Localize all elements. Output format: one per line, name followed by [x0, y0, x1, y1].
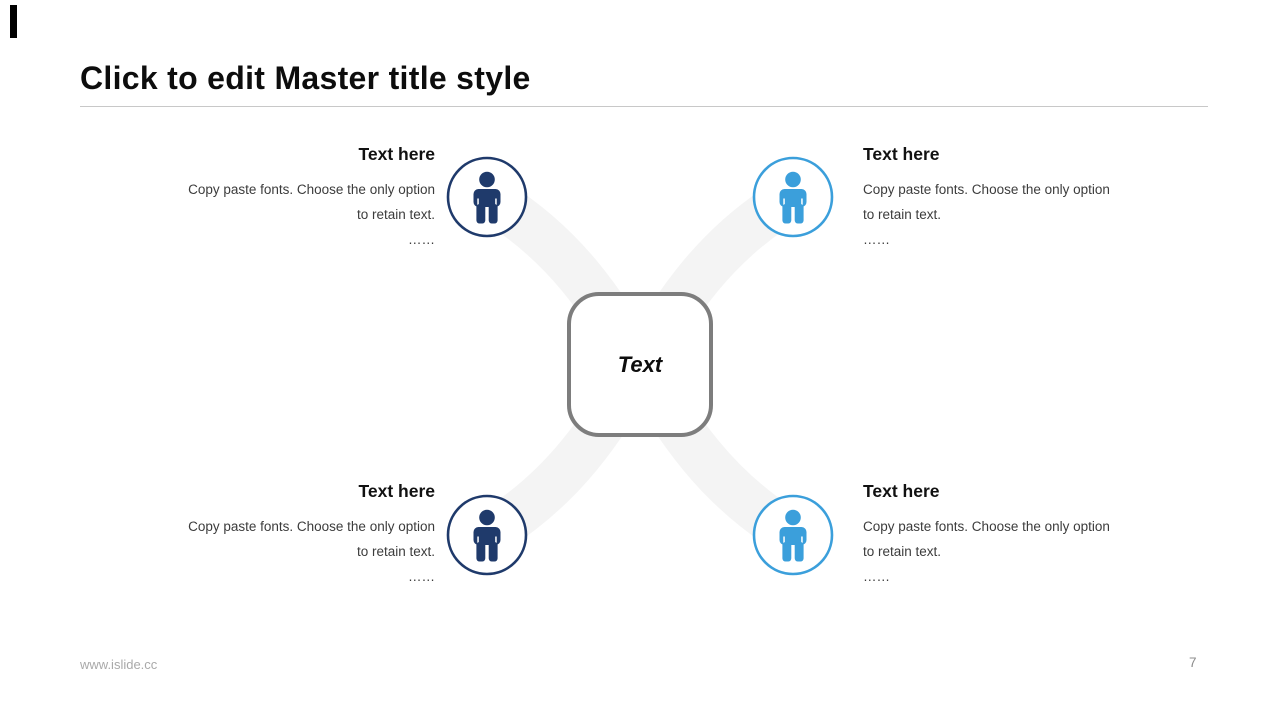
page-number: 7	[1189, 655, 1197, 670]
quadrant-body-line2: to retain text.	[356, 207, 435, 222]
quadrant-ellipsis: ……	[863, 569, 890, 584]
quadrant-body-line2: to retain text.	[356, 544, 435, 559]
quadrant-body-line1: Copy paste fonts. Choose the only option	[188, 519, 435, 534]
slide-title-placeholder[interactable]: Click to edit Master title style	[80, 60, 531, 96]
footer-url: www.islide.cc	[80, 657, 158, 672]
text-block-bottom-right[interactable]: Text here Copy paste fonts. Choose the o…	[863, 481, 1223, 589]
quadrant-heading: Text here	[358, 144, 435, 164]
title-underline	[80, 106, 1208, 107]
quadrant-body-line1: Copy paste fonts. Choose the only option	[188, 182, 435, 197]
center-shape-label: Text	[617, 351, 663, 377]
quadrant-ellipsis: ……	[408, 232, 435, 247]
quadrant-body-line2: to retain text.	[863, 207, 942, 222]
center-text-shape[interactable]: Text	[567, 292, 713, 437]
text-block-bottom-left[interactable]: Text here Copy paste fonts. Choose the o…	[75, 481, 435, 589]
quadrant-heading: Text here	[358, 481, 435, 501]
text-block-top-right[interactable]: Text here Copy paste fonts. Choose the o…	[863, 144, 1223, 252]
corner-accent-bar	[10, 5, 17, 38]
quadrant-body-line1: Copy paste fonts. Choose the only option	[863, 182, 1110, 197]
quadrant-heading: Text here	[863, 481, 940, 501]
quadrant-body-line1: Copy paste fonts. Choose the only option	[863, 519, 1110, 534]
quadrant-ellipsis: ……	[863, 232, 890, 247]
quadrant-body-line2: to retain text.	[863, 544, 942, 559]
text-block-top-left[interactable]: Text here Copy paste fonts. Choose the o…	[75, 144, 435, 252]
quadrant-heading: Text here	[863, 144, 940, 164]
quadrant-ellipsis: ……	[408, 569, 435, 584]
